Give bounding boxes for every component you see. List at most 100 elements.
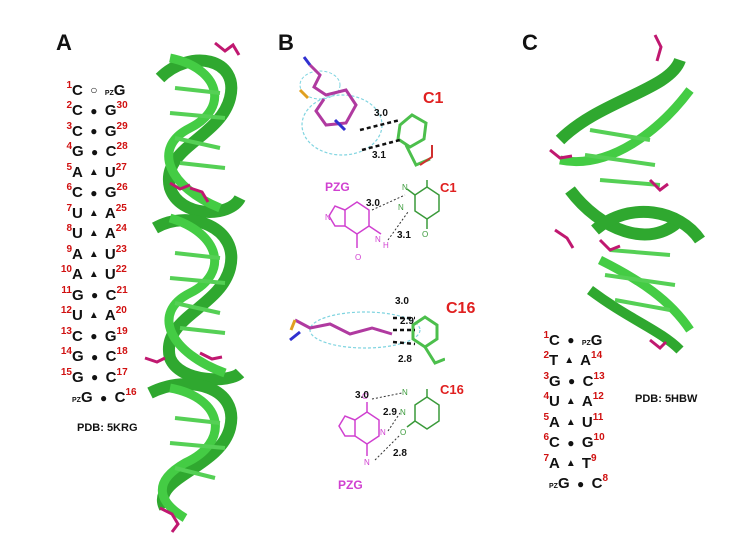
left-base: G bbox=[72, 368, 84, 386]
left-base: C bbox=[72, 327, 83, 345]
panel-b-letter: B bbox=[278, 30, 294, 55]
left-base: G bbox=[80, 389, 93, 406]
left-base: C bbox=[549, 331, 560, 349]
left-base: G bbox=[549, 372, 561, 390]
left-base: T bbox=[549, 352, 559, 369]
right-base: C bbox=[105, 143, 117, 160]
gc-pair-dot-symbol: ● bbox=[90, 185, 98, 200]
left-position-number: 3 bbox=[66, 120, 72, 132]
panel-a-ligands bbox=[144, 41, 241, 533]
svg-text:N: N bbox=[325, 213, 331, 222]
right-position-number: 10 bbox=[593, 432, 605, 443]
right-base: U bbox=[581, 413, 593, 431]
svg-text:N: N bbox=[400, 408, 406, 417]
gc-pair-dot-symbol: ● bbox=[567, 333, 575, 347]
right-position-number: 20 bbox=[115, 305, 127, 316]
left-base: C bbox=[72, 184, 83, 201]
watson-crick-au-symbol: ▲ bbox=[565, 457, 576, 469]
right-pz-tag: PZ bbox=[581, 339, 591, 347]
right-position-number: 25 bbox=[115, 202, 127, 214]
right-base: C bbox=[105, 286, 117, 304]
left-base: U bbox=[549, 393, 560, 410]
helix-c-duplex-2 bbox=[587, 205, 705, 354]
right-base: U bbox=[104, 266, 116, 283]
top-diagram-distance-1: 3.0 bbox=[366, 198, 380, 209]
left-base: G bbox=[72, 348, 84, 365]
left-base: G bbox=[72, 286, 84, 304]
right-base: U bbox=[104, 245, 116, 263]
gc-pair-dot-symbol: ● bbox=[567, 435, 575, 450]
left-position-number: 2 bbox=[543, 350, 549, 361]
right-position-number: 27 bbox=[115, 161, 127, 173]
right-base: G bbox=[581, 434, 594, 451]
watson-crick-au-symbol: ▲ bbox=[88, 228, 99, 239]
svg-text:H: H bbox=[383, 241, 389, 250]
gc-pair-dot-symbol: ● bbox=[577, 476, 585, 491]
left-pz-tag: PZ bbox=[72, 397, 81, 404]
left-position-number: 2 bbox=[66, 100, 72, 111]
gc-pair-dot-symbol: ● bbox=[90, 124, 98, 138]
left-position-number: 4 bbox=[543, 391, 549, 402]
right-position-number: 16 bbox=[125, 387, 137, 398]
right-position-number: 14 bbox=[591, 350, 603, 361]
gc-pair-dot-symbol: ● bbox=[91, 144, 99, 159]
right-base: A bbox=[104, 225, 116, 242]
panel-c-helix-structure bbox=[549, 34, 705, 354]
c16-structure-label: C16 bbox=[446, 300, 476, 317]
panel-a-pdb-label: PDB: 5KRG bbox=[77, 422, 138, 434]
svg-text:O: O bbox=[362, 392, 368, 401]
watson-crick-au-symbol: ▲ bbox=[88, 166, 99, 178]
left-base: U bbox=[72, 307, 83, 324]
right-position-number: 8 bbox=[602, 473, 609, 484]
svg-text:N: N bbox=[402, 183, 408, 192]
svg-text:N: N bbox=[398, 203, 404, 212]
right-position-number: 26 bbox=[116, 182, 128, 193]
left-base: A bbox=[72, 163, 83, 181]
right-base: C bbox=[105, 368, 117, 386]
left-position-number: 3 bbox=[543, 370, 549, 382]
right-base: G bbox=[104, 102, 117, 119]
right-position-number: 17 bbox=[116, 366, 128, 378]
svg-text:O: O bbox=[400, 428, 406, 437]
right-base: C bbox=[114, 389, 126, 406]
right-base: A bbox=[104, 307, 116, 324]
left-base: U bbox=[72, 204, 83, 222]
left-position-number: 6 bbox=[543, 432, 549, 443]
c16-diagram-label: C16 bbox=[440, 382, 464, 397]
gc-pair-dot-symbol: ● bbox=[568, 374, 576, 388]
right-position-number: 23 bbox=[115, 243, 127, 255]
panel-c-pdb-label: PDB: 5HBW bbox=[635, 393, 698, 405]
svg-text:O: O bbox=[355, 253, 361, 262]
panel-b-bottom-structure bbox=[289, 311, 445, 365]
gc-pair-dot-symbol: ● bbox=[90, 329, 98, 343]
watson-crick-au-symbol: ▲ bbox=[88, 269, 99, 280]
pzg-top-label: PZG bbox=[325, 180, 350, 194]
left-position-number: 6 bbox=[66, 182, 72, 193]
watson-crick-au-symbol: ▲ bbox=[565, 416, 576, 428]
left-base: A bbox=[72, 266, 83, 283]
panel-c-ligands bbox=[549, 34, 669, 351]
left-position-number: 14 bbox=[60, 346, 72, 357]
right-position-number: 30 bbox=[116, 100, 128, 111]
panel-a-helix-structure bbox=[144, 41, 246, 533]
density-mesh-bottom bbox=[309, 311, 421, 349]
left-position-number: 7 bbox=[66, 202, 72, 214]
left-base: G bbox=[557, 475, 570, 492]
bottom-structure-distance-2: 2.9 bbox=[400, 316, 414, 327]
right-position-number: 29 bbox=[116, 120, 128, 132]
panel-b-top-chem-diagram: N N H O N N O bbox=[325, 180, 440, 262]
left-position-number: 12 bbox=[60, 305, 72, 316]
left-base: A bbox=[549, 413, 560, 431]
helix-a-segment-1 bbox=[155, 53, 246, 218]
bottom-structure-distance-1: 3.0 bbox=[395, 296, 409, 307]
